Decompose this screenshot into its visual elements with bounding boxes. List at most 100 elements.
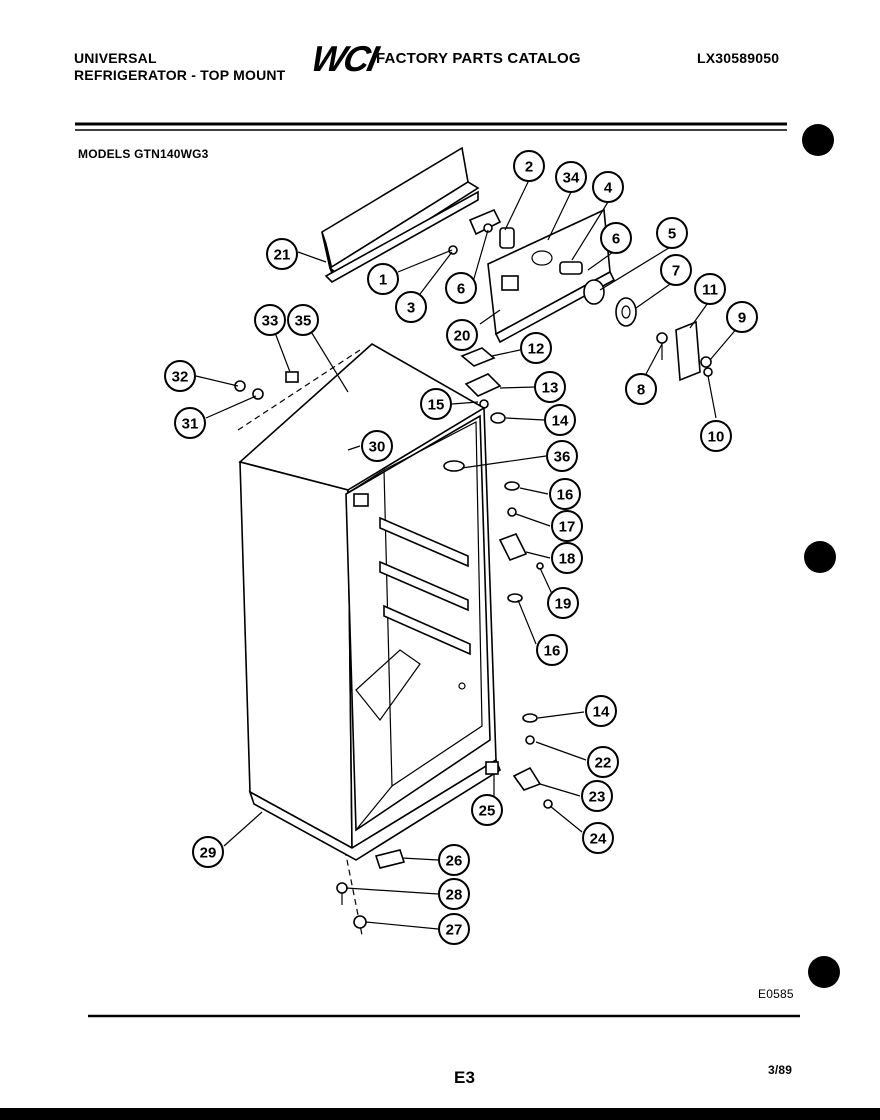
- callout-label: 20: [454, 328, 471, 345]
- callout-label: 17: [559, 519, 576, 536]
- callout-label: 9: [738, 310, 746, 327]
- callout-circle: [660, 254, 692, 286]
- callout-circle: [254, 304, 286, 336]
- callout-circle: [438, 913, 470, 945]
- callout-8: 8: [625, 373, 657, 405]
- callout-circle: [551, 510, 583, 542]
- callout-3: 3: [395, 291, 427, 323]
- callout-20: 20: [446, 319, 478, 351]
- callout-label: 13: [542, 380, 559, 397]
- switch-assembly-part: [656, 320, 713, 382]
- callout-circle: [192, 836, 224, 868]
- brand-line-1: UNIVERSAL: [74, 50, 157, 66]
- callout-label: 11: [702, 282, 718, 299]
- callout-label: 1: [379, 272, 387, 289]
- catalog-number: LX30589050: [697, 50, 780, 66]
- callout-label: 2: [525, 159, 533, 176]
- callout-label: 6: [457, 281, 465, 298]
- callout-7: 7: [660, 254, 692, 286]
- drawing-ref-code: E0585: [758, 987, 794, 1001]
- callout-label: 12: [528, 341, 545, 358]
- callout-15: 15: [420, 388, 452, 420]
- callout-circle: [592, 171, 624, 203]
- callout-circle: [585, 695, 617, 727]
- callout-circle: [726, 301, 758, 333]
- bracket-parts: [448, 208, 515, 255]
- binder-hole-top: [802, 124, 834, 156]
- assembly-line-top: [237, 349, 361, 431]
- callout-circle: [546, 440, 578, 472]
- callout-circle: [266, 238, 298, 270]
- callout-16: 16: [549, 478, 581, 510]
- callout-label: 4: [604, 180, 613, 197]
- callout-29: 29: [192, 836, 224, 868]
- callout-label: 8: [637, 382, 645, 399]
- callout-6: 6: [445, 272, 477, 304]
- callout-13: 13: [534, 371, 566, 403]
- callout-circle: [395, 291, 427, 323]
- callout-31: 31: [174, 407, 206, 439]
- callout-23: 23: [581, 780, 613, 812]
- callout-35: 35: [287, 304, 319, 336]
- callout-label: 34: [563, 170, 580, 187]
- callout-label: 16: [544, 643, 561, 660]
- page-number: E3: [454, 1068, 476, 1087]
- callout-30: 30: [361, 430, 393, 462]
- callout-32: 32: [164, 360, 196, 392]
- callout-1: 1: [367, 263, 399, 295]
- page-bottom-band: [0, 1108, 880, 1120]
- callout-circle: [174, 407, 206, 439]
- callout-label: 14: [593, 704, 610, 721]
- callout-label: 30: [369, 439, 386, 456]
- callout-label: 26: [446, 853, 463, 870]
- callout-circle: [438, 878, 470, 910]
- callout-28: 28: [438, 878, 470, 910]
- callout-circle: [544, 404, 576, 436]
- callout-circle: [534, 371, 566, 403]
- callout-circle: [656, 217, 688, 249]
- callout-22: 22: [587, 746, 619, 778]
- callout-12: 12: [520, 332, 552, 364]
- binder-hole-bottom: [808, 956, 840, 988]
- callout-9: 9: [726, 301, 758, 333]
- callout-label: 23: [589, 789, 606, 806]
- callout-circle: [361, 430, 393, 462]
- callout-circle: [164, 360, 196, 392]
- callout-21: 21: [266, 238, 298, 270]
- callout-label: 31: [182, 416, 199, 433]
- callout-label: 21: [274, 247, 291, 264]
- callout-label: 36: [554, 449, 571, 466]
- callout-circle: [551, 542, 583, 574]
- callout-11: 11: [694, 273, 726, 305]
- callout-circle: [445, 272, 477, 304]
- callout-circle: [513, 150, 545, 182]
- callout-25: 25: [471, 794, 503, 826]
- revision-date: 3/89: [768, 1063, 793, 1077]
- callout-circle: [549, 478, 581, 510]
- callout-label: 15: [428, 397, 445, 414]
- callout-circle: [287, 304, 319, 336]
- callout-label: 22: [595, 755, 612, 772]
- callout-label: 27: [446, 922, 463, 939]
- catalog-title: FACTORY PARTS CATALOG: [376, 50, 581, 67]
- model-number: MODELS GTN140WG3: [78, 147, 209, 161]
- callout-circle: [582, 822, 614, 854]
- callout-17: 17: [551, 510, 583, 542]
- callout-label: 6: [612, 231, 620, 248]
- callout-4: 4: [592, 171, 624, 203]
- callout-label: 3: [407, 300, 415, 317]
- callout-label: 25: [479, 803, 496, 820]
- callout-label: 7: [672, 263, 680, 280]
- callout-circle: [446, 319, 478, 351]
- callout-2: 2: [513, 150, 545, 182]
- callout-label: 33: [262, 313, 279, 330]
- callout-label: 24: [590, 831, 607, 848]
- callout-circle: [600, 222, 632, 254]
- callout-6: 6: [600, 222, 632, 254]
- brand-line-2: REFRIGERATOR - TOP MOUNT: [74, 67, 286, 83]
- callout-14: 14: [585, 695, 617, 727]
- callout-label: 32: [172, 369, 189, 386]
- callout-label: 35: [295, 313, 312, 330]
